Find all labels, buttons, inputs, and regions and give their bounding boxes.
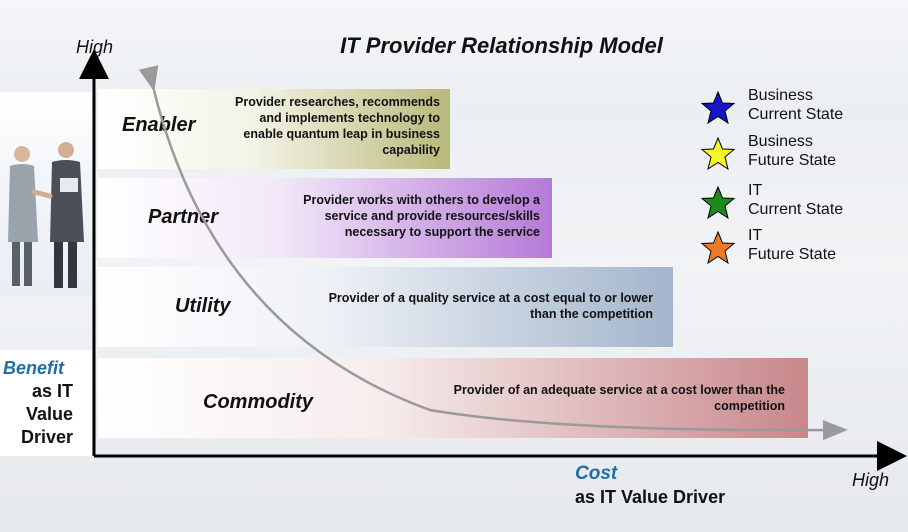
page-title: IT Provider Relationship Model	[340, 33, 663, 58]
legend-item-business-current: Business Current State	[700, 86, 860, 130]
star-icon	[700, 185, 736, 220]
people-illustration	[8, 142, 84, 288]
star-icon	[700, 90, 736, 125]
benefit-axis-title: Benefit	[3, 358, 65, 378]
business-handshake-photo	[0, 92, 92, 296]
star-icon	[700, 230, 736, 265]
legend-item-it-current: IT Current State	[700, 181, 860, 225]
x-axis-high-label: High	[852, 470, 890, 490]
star-icon	[700, 136, 736, 171]
legend-item-it-future: IT Future State	[700, 226, 860, 270]
benefit-axis-subtitle: as IT Value Driver	[20, 381, 73, 447]
legend-item-business-future: Business Future State	[700, 132, 860, 176]
cost-axis-title: Cost	[575, 463, 618, 484]
y-axis-high-label: High	[76, 37, 114, 57]
benefit-axis-label-box	[0, 350, 92, 456]
cost-axis-subtitle: as IT Value Driver	[575, 487, 726, 507]
cost-benefit-curve	[138, 65, 848, 441]
